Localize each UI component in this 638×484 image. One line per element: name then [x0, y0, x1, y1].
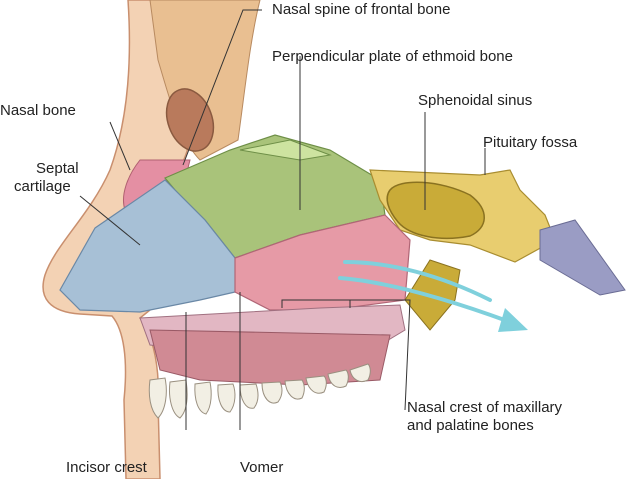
label-nasal-crest-line1: Nasal crest of maxillary [407, 399, 563, 416]
airflow-arrowhead [498, 308, 528, 332]
label-incisor-crest: Incisor crest [66, 459, 147, 476]
label-septal: Septal [36, 160, 79, 177]
sphenoidal-sinus [386, 181, 485, 240]
teeth [148, 363, 371, 419]
label-nasal-crest-line2: and palatine bones [407, 417, 534, 434]
label-cartilage: cartilage [14, 178, 71, 195]
label-vomer: Vomer [240, 459, 284, 476]
label-nasal-bone: Nasal bone [0, 102, 76, 119]
cribriform-plate [239, 139, 332, 161]
leader-lines [79, 9, 486, 430]
frontal-sinus [165, 88, 215, 152]
airflow-arrows [338, 260, 512, 324]
label-perpendicular-plate: Perpendicular plate of ethmoid bone [272, 48, 513, 65]
label-sphenoidal-sinus: Sphenoidal sinus [418, 92, 533, 109]
clivus [539, 219, 626, 296]
label-nasal-spine: Nasal spine of frontal bone [272, 1, 451, 18]
label-pituitary-fossa: Pituitary fossa [483, 134, 578, 151]
